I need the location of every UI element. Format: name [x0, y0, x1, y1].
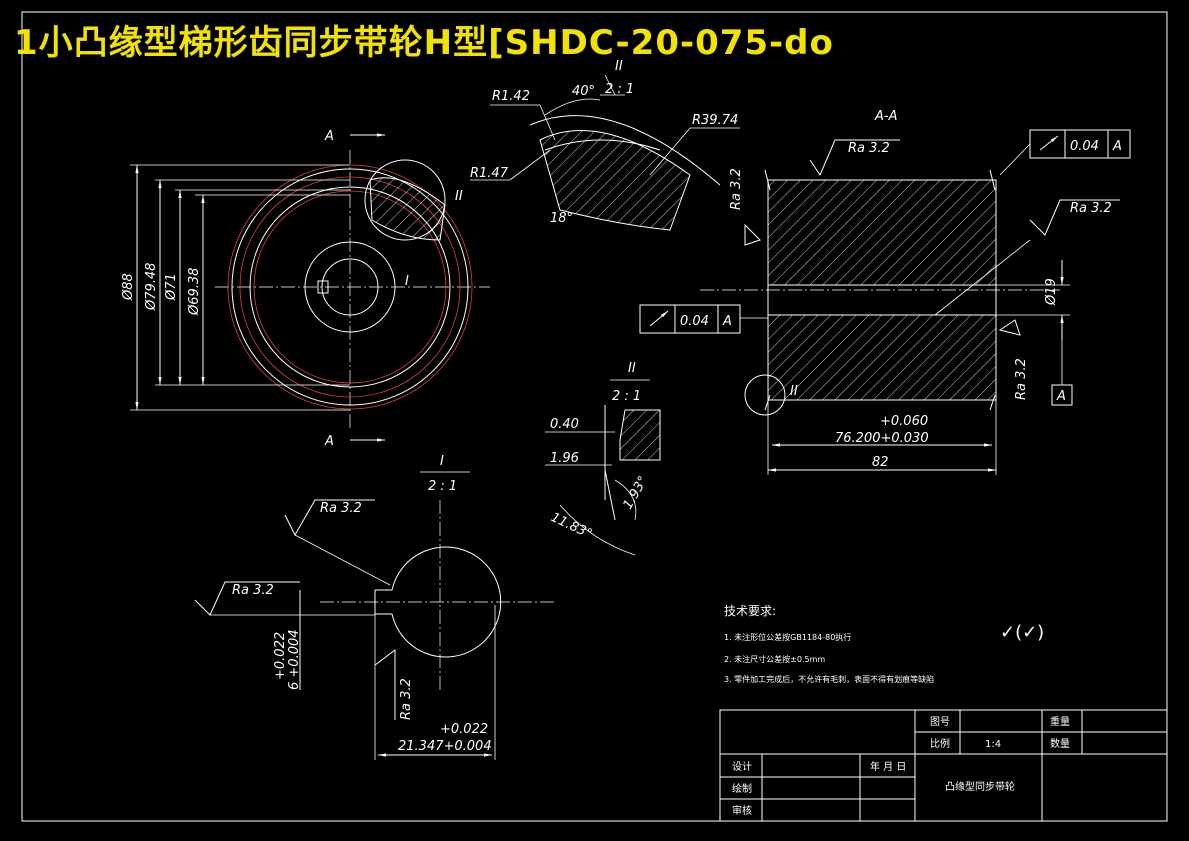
- tb-qty-label: 重量: [1050, 715, 1070, 728]
- keyway-ra1: Ra 3.2: [320, 501, 362, 516]
- tol-top-value: 0.04: [1070, 139, 1099, 154]
- aa-tol-upper: +0.060: [880, 414, 928, 429]
- tol-left-value: 0.04: [680, 314, 709, 329]
- detail-ref-ii: II: [455, 189, 463, 204]
- aa-section-view: A-A Ra 3.2 Ra 3.2 Ra 3.2 Ra 3.2 0.04 A 0…: [639, 109, 1131, 475]
- tooth-scale-label: II: [615, 59, 623, 74]
- keyway-depth: 21.347+0.004: [398, 739, 492, 754]
- aa-label: A-A: [874, 109, 897, 124]
- keyway-width-upper: +0.022: [273, 632, 288, 680]
- flange-d040: 0.40: [550, 417, 579, 432]
- keyway-scale: 2 : 1: [428, 479, 457, 494]
- tech-item-1: 1. 未注形位公差按GB1184-80执行: [724, 632, 851, 642]
- flange-a1183: 11.83°: [548, 510, 594, 542]
- tb-check: 审核: [732, 804, 752, 817]
- keyway-detail: I 2 : 1 Ra 3.2 Ra 3.2 Ra 3.2 +0.022 6 +0…: [194, 454, 555, 760]
- aa-ra-right: Ra 3.2: [1070, 201, 1112, 216]
- flange-scale-label: II: [628, 361, 636, 376]
- dim-d69: Ø69.38: [187, 268, 202, 316]
- aa-detail-ref: II: [790, 384, 798, 399]
- keyway-scale-label: I: [440, 454, 444, 469]
- flange-a193: 1.93°: [620, 474, 651, 512]
- tech-requirements: 技术要求: 1. 未注形位公差按GB1184-80执行 2. 未注尺寸公差按±0…: [724, 604, 1044, 684]
- tooth-r147: R1.47: [470, 166, 509, 181]
- tb-date: 年 月 日: [870, 760, 906, 773]
- tb-count-label: 数量: [1050, 737, 1070, 750]
- dim-d79: Ø79.48: [144, 263, 159, 311]
- tb-draw: 绘制: [732, 782, 752, 795]
- tb-part-name: 凸缘型同步带轮: [945, 780, 1015, 793]
- dim-d88: Ø88: [121, 273, 136, 301]
- keyway-ra2: Ra 3.2: [232, 583, 274, 598]
- tech-item-2: 2. 未注尺寸公差按±0.5mm: [724, 654, 825, 664]
- aa-dim-main: 76.200+0.030: [835, 431, 929, 446]
- flange-detail: II 2 : 1 0.40 1.96 1.93° 11.83°: [545, 361, 661, 556]
- aa-ra-top: Ra 3.2: [848, 141, 890, 156]
- tooth-r142: R1.42: [492, 89, 530, 104]
- title-block: 图号 重量 比例 1:4 数量 设计 年 月 日 绘制 审核 凸缘型同步带轮: [719, 709, 1168, 822]
- detail-ref-i: I: [405, 274, 409, 289]
- front-view: A A I II Ø88 Ø79.48 Ø71 Ø69.38: [121, 129, 490, 449]
- tb-fig-label: 图号: [930, 716, 950, 728]
- tech-heading: 技术要求:: [724, 604, 776, 618]
- surface-symbol: ✓(✓): [1000, 622, 1044, 643]
- tooth-detail: II 2 : 1 R1.42 R1.47 R39.74 40° 18°: [470, 59, 740, 231]
- tooth-angle-40: 40°: [572, 84, 595, 99]
- flange-scale: 2 : 1: [612, 389, 641, 404]
- keyway-ra3: Ra 3.2: [399, 678, 414, 720]
- aa-overall: 82: [872, 455, 889, 470]
- aa-datum: A: [1056, 389, 1066, 404]
- section-label-top: A: [324, 129, 334, 144]
- tb-scale-value: 1:4: [985, 739, 1001, 750]
- tb-scale-label: 比例: [930, 737, 950, 750]
- tol-top-datum: A: [1112, 139, 1122, 154]
- keyway-depth-upper: +0.022: [440, 722, 488, 737]
- aa-ra-left: Ra 3.2: [729, 168, 744, 210]
- keyway-width: 6 +0.004: [287, 629, 302, 690]
- tol-left-datum: A: [722, 314, 732, 329]
- tooth-angle-18: 18°: [550, 211, 573, 226]
- flange-d196: 1.96: [550, 451, 579, 466]
- aa-bore: Ø19: [1044, 278, 1059, 306]
- drawing-border: [21, 11, 1168, 822]
- tooth-r3974: R39.74: [692, 113, 738, 128]
- dim-d71: Ø71: [164, 273, 179, 301]
- tooth-scale: 2 : 1: [605, 82, 634, 97]
- tech-item-3: 3. 零件加工完成后，不允许有毛刺，表面不得有划痕等缺陷: [724, 674, 934, 684]
- drawing-title: 1小凸缘型梯形齿同步带轮H型[SHDC-20-075-do: [14, 23, 834, 63]
- tb-design: 设计: [732, 760, 752, 773]
- aa-ra-bottom-right: Ra 3.2: [1014, 358, 1029, 400]
- section-label-bottom: A: [324, 434, 334, 449]
